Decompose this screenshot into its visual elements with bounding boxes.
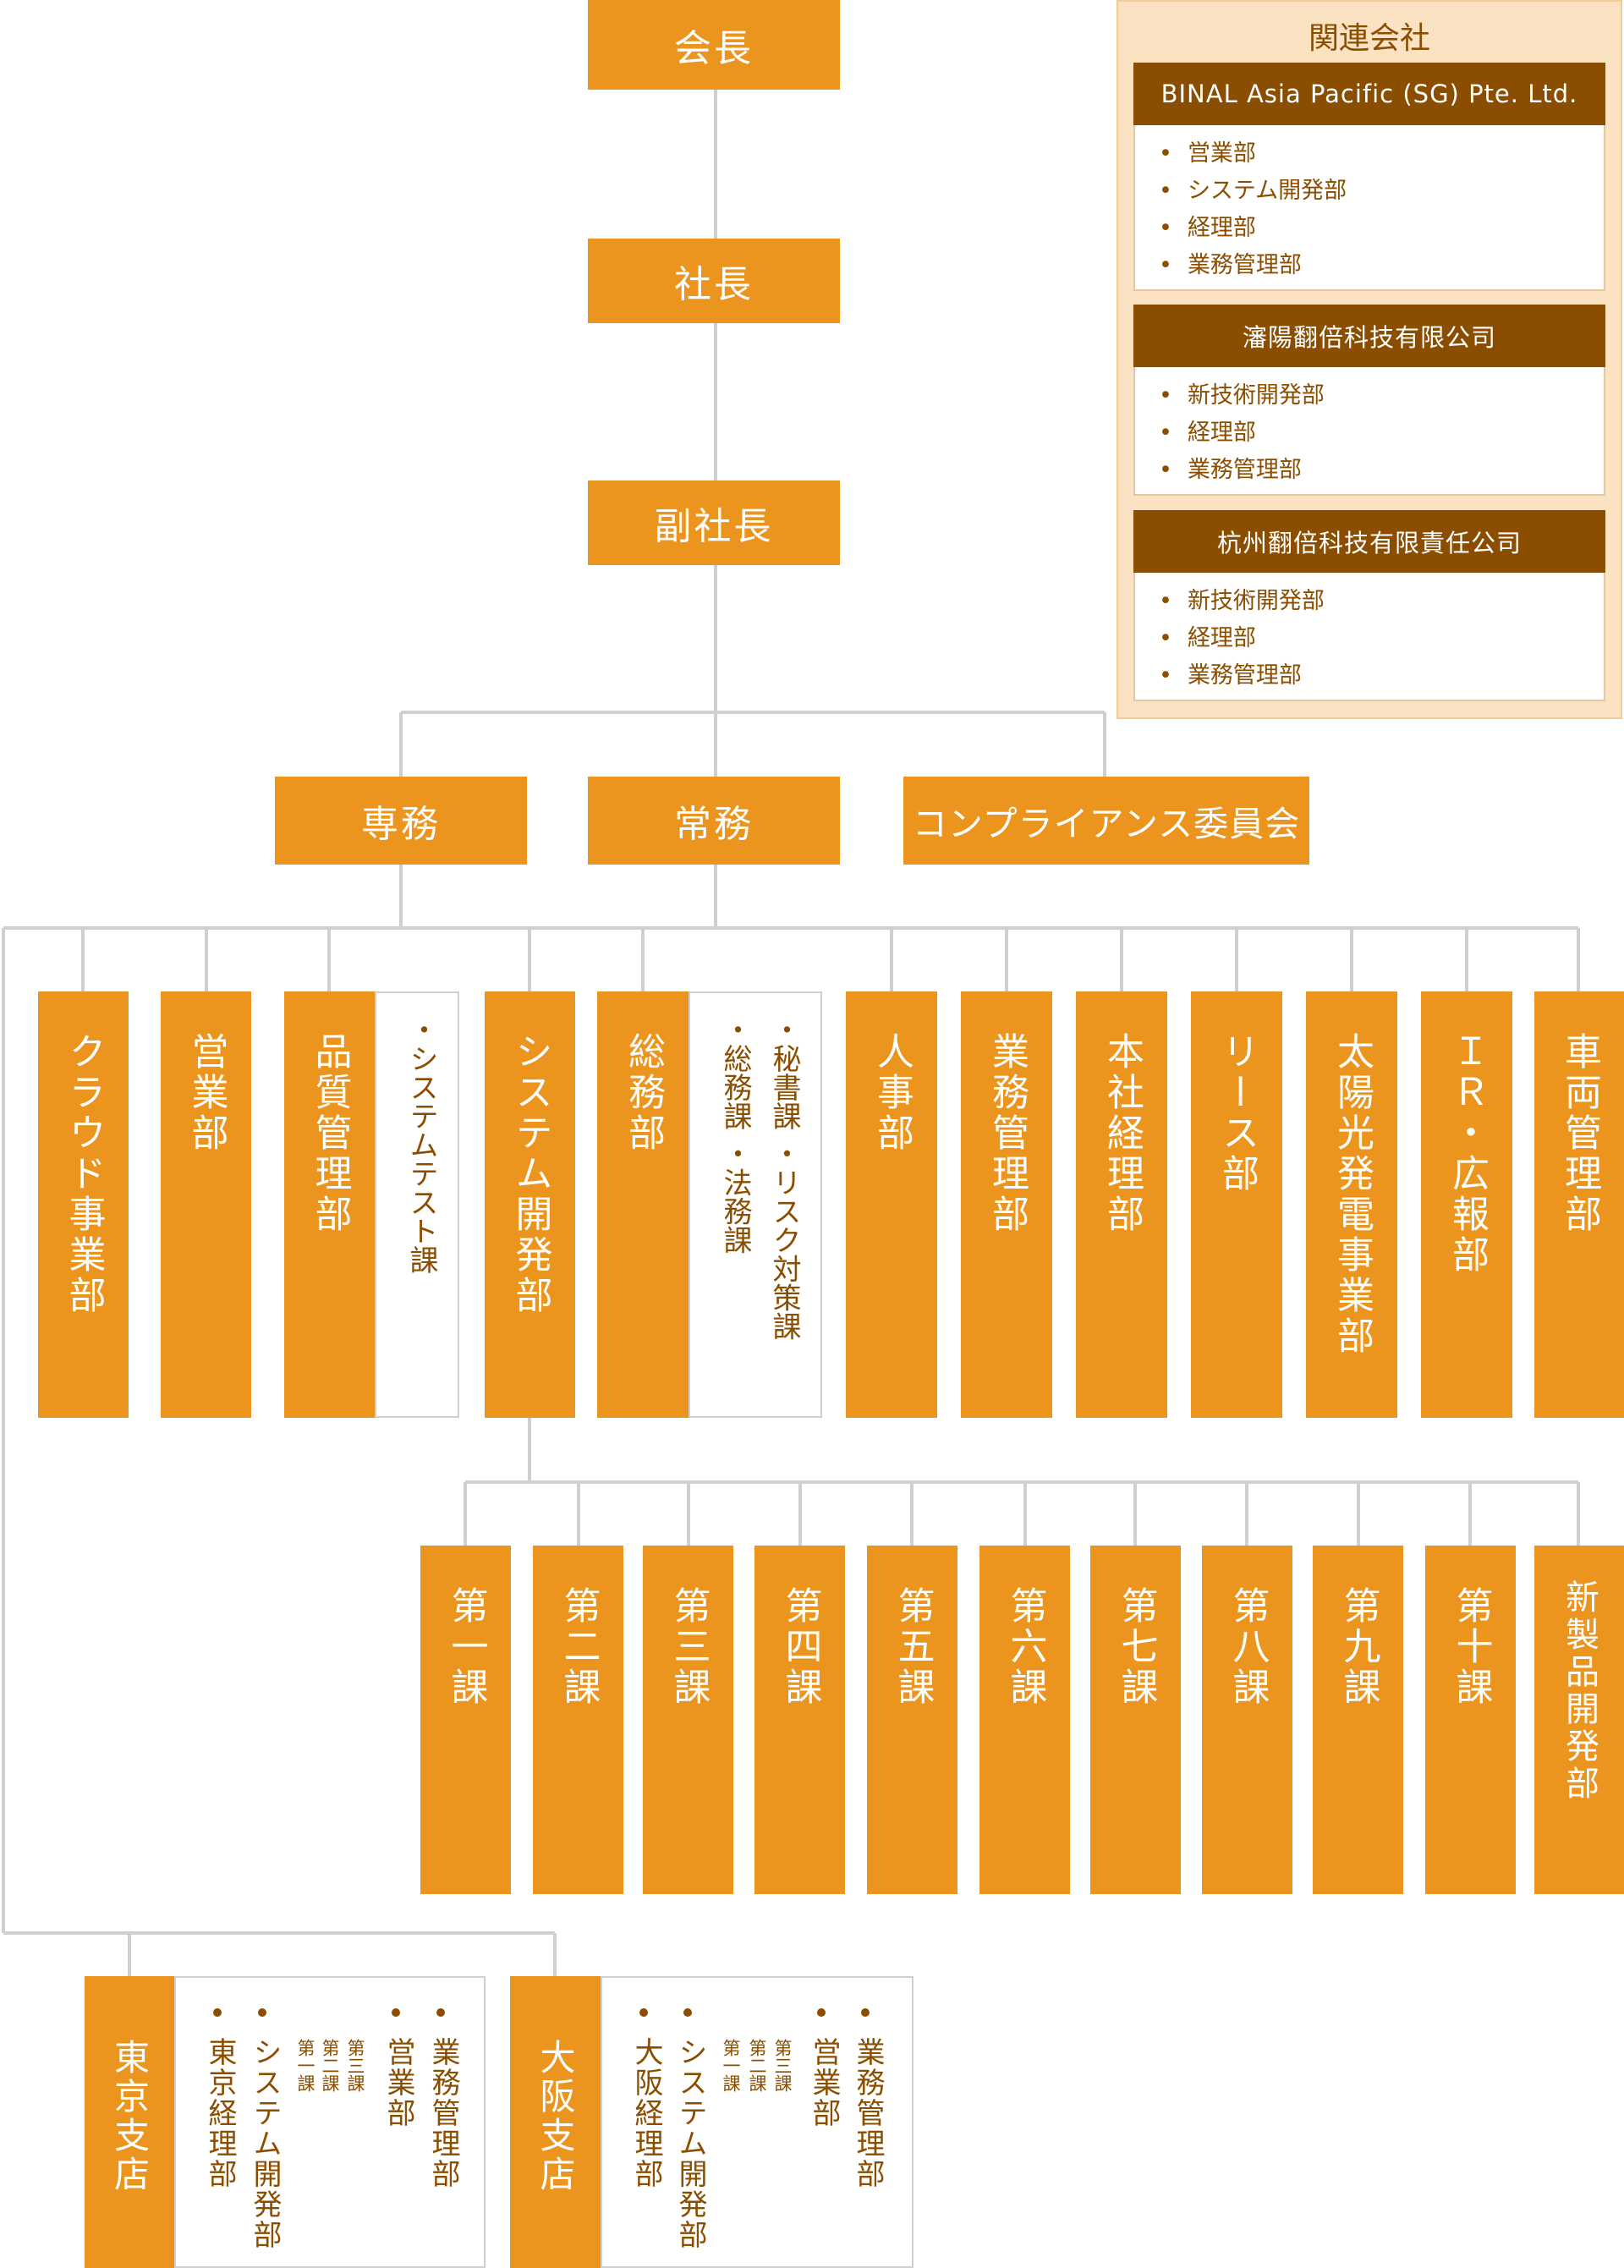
compliance-box: コンプライアンス委員会 [903, 777, 1309, 865]
chairman-box: 会長 [588, 0, 840, 90]
section-7: 第七課 [1090, 1546, 1181, 1894]
section-5: 第五課 [867, 1546, 957, 1894]
related-companies-panel: 関連会社 BINAL Asia Pacific (SG) Pte. Ltd. 営… [1116, 0, 1622, 719]
tokyo-subsections: 東京経理部 システム開発部 第一課 第二課 第三課 営業部 業務管理部 [174, 1976, 486, 2268]
section-4: 第四課 [754, 1546, 845, 1894]
company-name: 瀋陽翻倍科技有限公司 [1133, 305, 1605, 367]
dept-solar: 太陽光発電事業部 [1306, 991, 1397, 1418]
company-dept: 営業部 [1159, 135, 1604, 173]
dept-ir: ＩＲ・広報部 [1421, 991, 1512, 1418]
branch-tokyo: 東京支店 [85, 1976, 174, 2268]
section-new-product: 新製品開発部 [1534, 1546, 1624, 1894]
dept-sales: 営業部 [161, 991, 251, 1418]
osaka-ops: 業務管理部 [851, 2037, 885, 2189]
company-name: BINAL Asia Pacific (SG) Pte. Ltd. [1133, 63, 1605, 125]
tokyo-section-2: 第二課 [320, 2039, 340, 2092]
company-dept: 新技術開発部 [1159, 377, 1604, 415]
dept-hq-accounting: 本社経理部 [1076, 991, 1167, 1418]
bullet-dot [861, 2008, 870, 2017]
section-2: 第二課 [533, 1546, 623, 1894]
osaka-section-2: 第二課 [747, 2039, 767, 2092]
bullet-dot [817, 2008, 826, 2017]
dept-vehicle: 車両管理部 [1534, 991, 1624, 1418]
company-dept: 経理部 [1159, 620, 1604, 657]
section-10: 第十課 [1425, 1546, 1516, 1894]
company-dept: システム開発部 [1159, 173, 1604, 210]
branch-osaka: 大阪支店 [510, 1976, 601, 2268]
tokyo-ops: 業務管理部 [426, 2037, 460, 2189]
company-dept: 経理部 [1159, 415, 1604, 452]
company-dept: 新技術開発部 [1159, 583, 1604, 620]
dept-general: 総務部 [597, 991, 689, 1418]
osaka-section-3: 第三課 [772, 2039, 793, 2092]
dept-cloud: クラウド事業部 [38, 991, 129, 1418]
osaka-subsections: 大阪経理部 システム開発部 第一課 第二課 第三課 営業部 業務管理部 [601, 1976, 914, 2268]
senmu-box: 専務 [275, 777, 527, 865]
bullet-dot [683, 2008, 692, 2017]
bullet-dot [213, 2008, 222, 2017]
general-subsections: ・秘書課 ・リスク対策課・総務課 ・法務課 [689, 991, 822, 1418]
company-name: 杭州翻倍科技有限責任公司 [1133, 510, 1605, 573]
section-8: 第八課 [1202, 1546, 1292, 1894]
company-dept: 業務管理部 [1159, 247, 1604, 284]
company-shenyang: 瀋陽翻倍科技有限公司 新技術開発部 経理部 業務管理部 [1133, 305, 1605, 496]
company-binal: BINAL Asia Pacific (SG) Pte. Ltd. 営業部 シス… [1133, 63, 1605, 291]
tokyo-section-3: 第三課 [345, 2039, 365, 2092]
osaka-system: システム開発部 [673, 2037, 707, 2250]
company-dept: 業務管理部 [1159, 452, 1604, 489]
osaka-section-1: 第一課 [721, 2039, 741, 2092]
tokyo-section-1: 第一課 [295, 2039, 315, 2092]
dept-system: システム開発部 [485, 991, 575, 1418]
company-departments: 新技術開発部 経理部 業務管理部 [1133, 367, 1605, 496]
qa-subsections: ・システムテスト課 [375, 991, 459, 1418]
company-dept: 経理部 [1159, 210, 1604, 247]
jomu-box: 常務 [588, 777, 840, 865]
company-departments: 新技術開発部 経理部 業務管理部 [1133, 573, 1605, 701]
company-dept: 業務管理部 [1159, 657, 1604, 695]
bullet-dot [392, 2008, 400, 2017]
section-9: 第九課 [1313, 1546, 1403, 1894]
tokyo-sales: 営業部 [381, 2037, 415, 2128]
dept-ops: 業務管理部 [961, 991, 1052, 1418]
dept-lease: リース部 [1191, 991, 1282, 1418]
tokyo-system: システム開発部 [248, 2037, 282, 2250]
section-6: 第六課 [979, 1546, 1070, 1894]
company-departments: 営業部 システム開発部 経理部 業務管理部 [1133, 125, 1605, 291]
vice-president-box: 副社長 [588, 481, 840, 565]
osaka-sales: 営業部 [807, 2037, 841, 2128]
osaka-accounting: 大阪経理部 [629, 2037, 663, 2189]
bullet-dot [436, 2008, 445, 2017]
section-3: 第三課 [643, 1546, 733, 1894]
president-box: 社長 [588, 239, 840, 323]
dept-hr: 人事部 [846, 991, 937, 1418]
company-hangzhou: 杭州翻倍科技有限責任公司 新技術開発部 経理部 業務管理部 [1133, 510, 1605, 701]
bullet-dot [258, 2008, 266, 2017]
dept-qa: 品質管理部 [284, 991, 375, 1418]
related-companies-title: 関連会社 [1308, 21, 1430, 56]
bullet-dot [639, 2008, 648, 2017]
section-1: 第一課 [420, 1546, 511, 1894]
tokyo-accounting: 東京経理部 [203, 2037, 237, 2189]
